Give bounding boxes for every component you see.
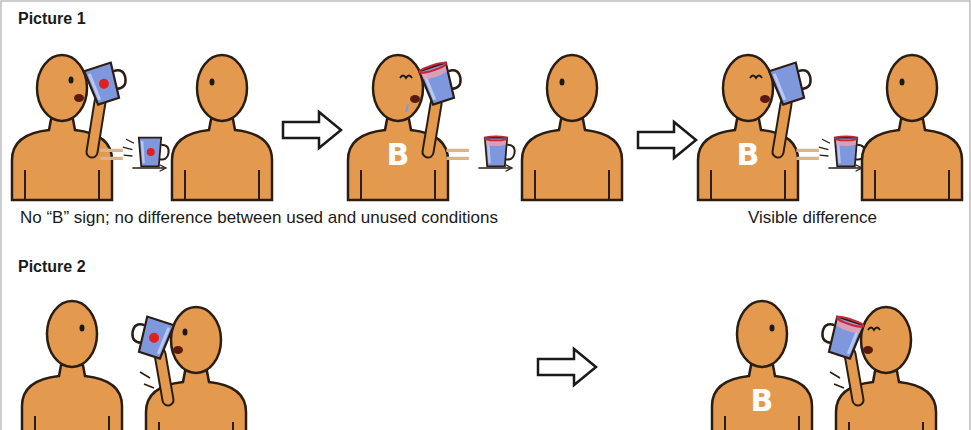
shirt-letter: B	[381, 137, 415, 172]
observer-person	[22, 301, 122, 430]
shirt-letter: B	[731, 137, 765, 172]
sliding-used-cup	[796, 136, 864, 171]
picture-heading: Picture 2	[18, 258, 86, 276]
cup	[769, 60, 816, 106]
drinker-person	[348, 55, 448, 200]
observer-person	[862, 55, 962, 200]
observer-person	[172, 55, 272, 200]
sliding-used-cup	[446, 136, 514, 171]
unused-cup	[84, 60, 131, 106]
panel-2	[348, 55, 622, 200]
picture-heading: Picture 1	[18, 10, 86, 28]
observer-person	[522, 55, 622, 200]
unused-cup	[127, 314, 174, 360]
picture-2-panel-1	[22, 301, 246, 430]
sliding-unused-cup	[100, 138, 168, 172]
sequence-arrow	[638, 122, 696, 158]
sequence-arrow	[538, 349, 596, 385]
condition-note: Visible difference	[748, 208, 877, 228]
used-cup	[817, 312, 864, 359]
condition-note: No “B” sign; no difference between used …	[20, 208, 498, 228]
sequence-arrow	[283, 112, 341, 148]
panel-1	[12, 55, 272, 200]
shirt-letter: B	[745, 383, 779, 418]
picture-2-panel-2	[712, 301, 936, 430]
panel-3	[698, 55, 962, 200]
used-cup	[419, 58, 466, 105]
observer-person	[712, 301, 812, 430]
